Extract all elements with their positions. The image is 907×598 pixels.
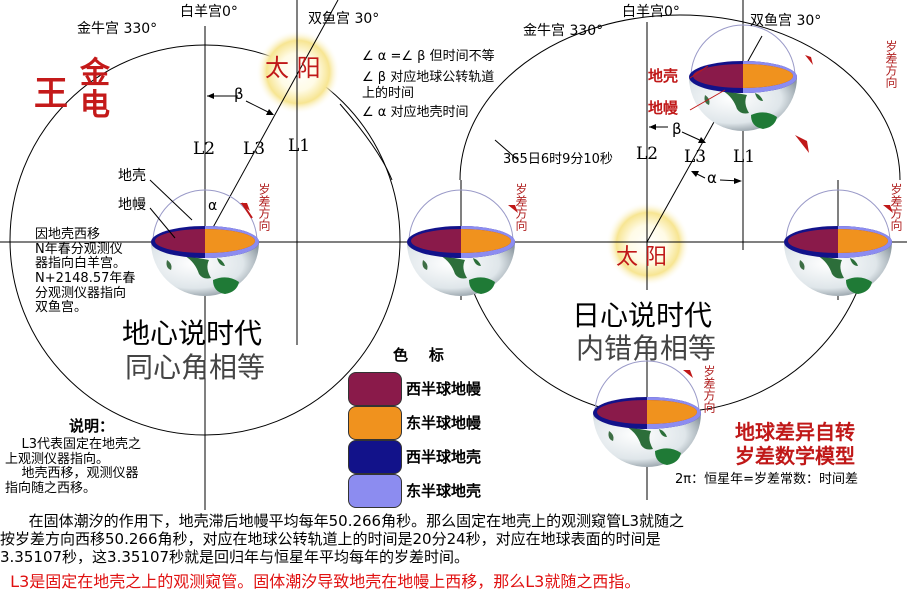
left-precession-label: 岁差方向: [257, 183, 271, 231]
bottom-text-line-2: 按岁差方向西移50.266角秒，对应在地球公转轨道上的时间是20分24秒，对应在…: [0, 530, 661, 548]
left-crust-label: 地壳: [118, 168, 146, 184]
legend-swatch-east-crust: [348, 474, 402, 508]
left-era-title: 地心说时代: [122, 317, 263, 350]
angle-note-3: 上的时间: [362, 86, 415, 101]
bottom-text-line-3: 3.35107秒，这3.35107秒就是回归年与恒星年平均每年的岁差时间。: [0, 548, 470, 566]
right-sun-label: 太 阳: [616, 245, 667, 270]
model-formula: 2π：恒星年=岁差常数：时间差: [675, 472, 858, 487]
right-right-precession-label: 岁差方向: [889, 183, 903, 231]
angle-note-2: ∠ β 对应地球公转轨道: [362, 70, 495, 85]
right-taurus-label: 金牛宫 330°: [523, 23, 604, 39]
legend-label: 东半球地幔: [406, 414, 482, 432]
model-title-line1: 地球差异自转: [735, 420, 855, 444]
left-L3-label: L3: [243, 139, 266, 159]
left-mantle-label: 地幔: [118, 197, 146, 213]
right-L1-label: L1: [733, 147, 756, 167]
left-era-subtitle: 同心角相等: [125, 351, 266, 384]
right-L2-label: L2: [636, 144, 659, 164]
year-length-label: 365日6时9分10秒: [503, 152, 613, 167]
angle-note-4: ∠ α 对应地壳时间: [362, 105, 469, 120]
legend-swatch-east-mantle: [348, 406, 402, 440]
legend-item-west-mantle: 西半球地幔: [348, 372, 548, 406]
right-era-title: 日心说时代: [572, 299, 713, 332]
right-crust-label: 地壳: [648, 67, 679, 85]
right-era-subtitle: 内错角相等: [576, 332, 717, 365]
left-pisces-label: 双鱼宫 30°: [308, 11, 380, 27]
left-L2-label: L2: [193, 139, 216, 159]
left-beta-label: β: [234, 85, 244, 103]
legend-item-east-crust: 东半球地壳: [348, 474, 548, 508]
explanation-text: L3代表固定在地壳之 上观测仪器指向。 地壳西移，观测仪器 指向随之西移。: [5, 437, 142, 497]
left-alpha-label: α: [208, 198, 218, 214]
right-L3-label: L3: [684, 147, 707, 167]
right-beta-label: β: [672, 120, 682, 138]
right-left-precession-label: 岁差方向: [514, 183, 528, 231]
left-L1-label: L1: [288, 136, 311, 156]
right-pisces-label: 双鱼宫 30°: [750, 13, 822, 29]
right-aries-label: 白羊宫0°: [622, 4, 680, 20]
explanation-title: 说明：: [69, 417, 115, 435]
right-bottom-precession-label: 岁差方向: [702, 365, 716, 413]
left-sun-label: 太 阳: [265, 54, 321, 82]
legend-swatch-west-mantle: [348, 372, 402, 406]
left-taurus-label: 金牛宫 330°: [77, 21, 158, 37]
legend-label: 西半球地壳: [406, 448, 482, 466]
angle-note-1: ∠ α =∠ β 但时间不等: [362, 49, 495, 64]
right-top-precession-label: 岁差方向: [884, 40, 898, 88]
left-west-shift-note: 因地壳西移 N年春分观测仪 器指向白羊宫。 N+2148.57年春 分观测仪器指…: [35, 227, 136, 316]
bottom-text-line-1: 在固体潮汐的作用下，地壳滞后地幔平均每年50.266角秒。那么固定在地壳上的观测…: [0, 512, 684, 530]
seal-char-1: 金: [80, 56, 110, 91]
legend-label: 西半球地幔: [406, 380, 482, 398]
legend-item-east-mantle: 东半球地幔: [348, 406, 548, 440]
bottom-red-line: L3是固定在地壳之上的观测窥管。固体潮汐导致地壳在地幔上西移，那么L3就随之西指…: [0, 572, 641, 591]
right-mantle-label: 地幔: [648, 99, 679, 117]
left-aries-label: 白羊宫0°: [180, 4, 238, 20]
seal-char-2: 电: [80, 88, 110, 123]
legend-item-west-crust: 西半球地壳: [348, 440, 548, 474]
seal-char-3: 王: [34, 74, 68, 114]
model-title-line2: 岁差数学模型: [735, 444, 855, 468]
legend-label: 东半球地壳: [406, 482, 482, 500]
legend-title: 色 标: [393, 346, 444, 364]
legend-swatch-west-crust: [348, 440, 402, 474]
right-alpha-label: α: [707, 169, 717, 187]
